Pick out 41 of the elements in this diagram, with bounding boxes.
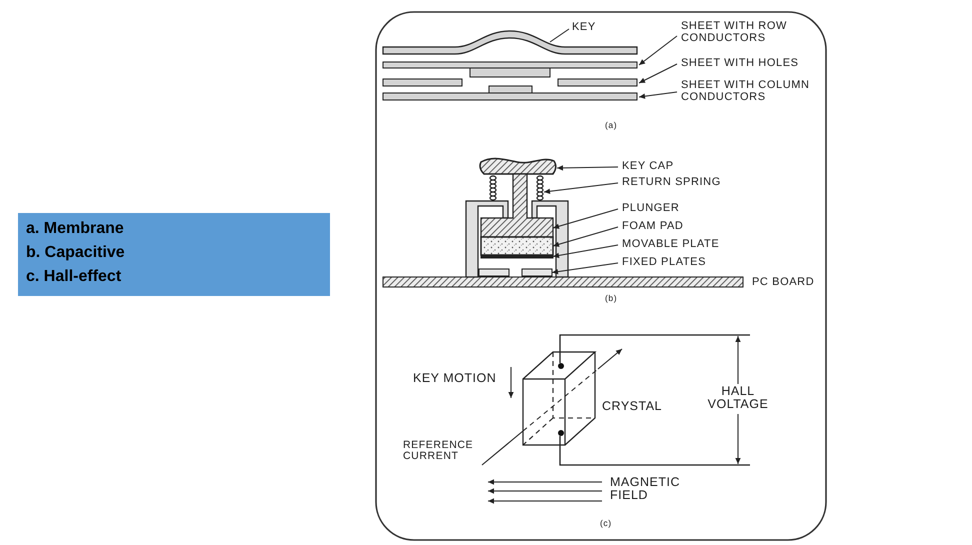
key-dome: [382, 30, 638, 55]
leader-line: [550, 28, 570, 42]
part-label: KEY CAP: [622, 161, 674, 173]
leader-arrow: [556, 165, 618, 171]
part-label: MOVABLE PLATE: [622, 239, 720, 251]
foam-pad: [480, 236, 554, 256]
part-label: SHEET WITH HOLES: [681, 58, 799, 70]
part-label: FIXED PLATES: [622, 257, 706, 269]
leader-arrow: [552, 208, 618, 229]
part-label: REFERENCE CURRENT: [403, 440, 474, 462]
part-label: MAGNETIC FIELD: [610, 476, 681, 502]
list-item: b. Capacitive: [26, 243, 125, 263]
leader-arrow: [638, 36, 678, 66]
conductor-sheet: [382, 86, 638, 100]
movable-plate: [480, 254, 554, 258]
part-label: FOAM PAD: [622, 221, 684, 233]
list-item: a. Membrane: [26, 219, 124, 239]
leader-arrow: [552, 226, 618, 247]
part-label: SHEET WITH ROW CONDUCTORS: [681, 21, 795, 44]
conductor-sheet: [382, 62, 638, 78]
leader-arrow: [552, 244, 618, 258]
list-panel: [18, 213, 330, 296]
list-item: c. Hall-effect: [26, 267, 122, 287]
leader-arrow: [544, 182, 618, 194]
fixed-plates: [478, 268, 552, 276]
part-label: KEY MOTION: [413, 372, 496, 386]
part-label: PC BOARD: [752, 277, 814, 289]
leader-arrow: [552, 262, 618, 274]
part-label: PLUNGER: [622, 203, 680, 215]
spacer-sheet: [382, 78, 638, 86]
part-label: RETURN SPRING: [622, 177, 721, 189]
part-label: KEY: [572, 22, 596, 34]
key-cap: [479, 158, 557, 175]
panel-caption: (c): [600, 519, 612, 528]
panel-caption: (a): [605, 121, 618, 130]
part-label: SHEET WITH COLUMN CONDUCTORS: [681, 80, 819, 104]
panel-caption: (b): [605, 294, 618, 303]
part-label: HALL VOLTAGE: [706, 385, 770, 412]
leader-arrow: [638, 92, 678, 99]
part-label: CRYSTAL: [602, 400, 662, 414]
leader-arrow: [638, 64, 678, 84]
